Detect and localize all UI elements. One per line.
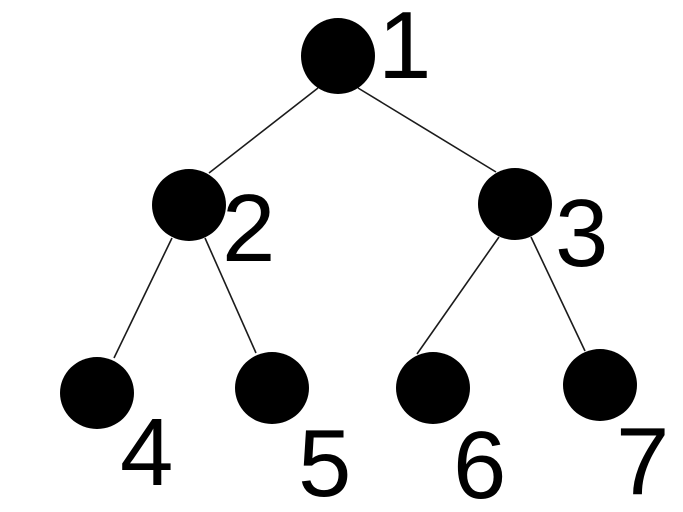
tree-node-label-6: 6 (453, 412, 506, 512)
tree-node-label-1: 1 (378, 0, 431, 99)
tree-node-label-3: 3 (555, 180, 608, 287)
tree-edge-3-6 (416, 236, 500, 355)
tree-node-1[interactable] (301, 18, 375, 94)
tree-node-6[interactable] (396, 352, 470, 424)
tree-edge-1-3 (357, 87, 497, 173)
tree-node-7[interactable] (563, 349, 637, 421)
tree-node-label-5: 5 (298, 410, 351, 512)
tree-node-5[interactable] (235, 352, 309, 424)
tree-labels-group: 1 2 3 4 5 6 7 (120, 0, 669, 512)
tree-node-2[interactable] (152, 169, 226, 241)
tree-edge-2-4 (113, 237, 173, 359)
tree-node-label-2: 2 (222, 175, 275, 282)
tree-edge-2-5 (204, 237, 257, 354)
tree-edge-1-2 (208, 87, 319, 174)
tree-edges-group (113, 87, 586, 359)
tree-nodes-group (60, 18, 637, 429)
tree-node-4[interactable] (60, 357, 134, 429)
tree-node-label-7: 7 (616, 408, 669, 512)
tree-edge-3-7 (530, 236, 586, 352)
tree-node-3[interactable] (478, 168, 552, 240)
tree-node-label-4: 4 (120, 399, 173, 506)
